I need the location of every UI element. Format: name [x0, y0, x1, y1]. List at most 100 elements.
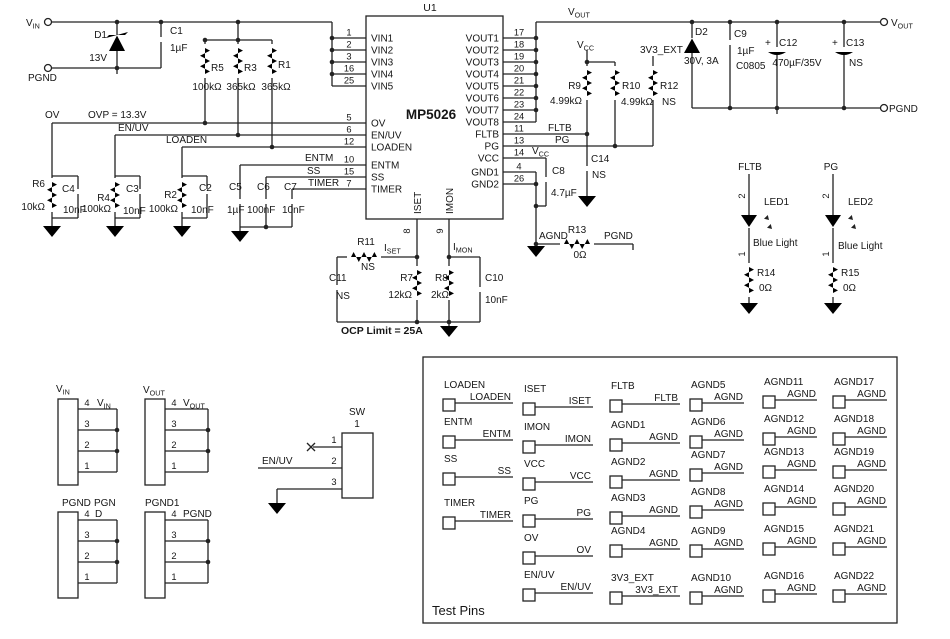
pin-num: 25	[344, 76, 354, 86]
r5-value: 100kΩ	[192, 82, 222, 93]
pin-num: 20	[514, 64, 524, 74]
led1-pin1: 1	[737, 251, 747, 256]
test-pin-net: AGND	[787, 426, 816, 437]
conn-pin-num: 4	[171, 509, 176, 519]
pin-num: 6	[346, 125, 351, 135]
earth-ground-icon	[767, 114, 787, 122]
led1-light: Blue Light	[753, 238, 798, 249]
test-pins-box	[422, 356, 898, 624]
test-pin-title: ISET	[524, 384, 546, 395]
c4-value: 10nF	[63, 205, 86, 216]
r8-value: 2kΩ	[431, 290, 450, 301]
r7-value: 12kΩ	[388, 290, 412, 301]
d2-ref: D2	[695, 27, 708, 38]
test-pin-title: AGND7	[691, 450, 726, 461]
pin-name: LOADEN	[371, 143, 412, 154]
r3-value: 365kΩ	[226, 82, 256, 93]
c13-value: NS	[849, 58, 863, 69]
u1-ref: U1	[423, 2, 437, 14]
test-pin-net: AGND	[714, 585, 743, 596]
pin-num: 16	[344, 64, 354, 74]
test-pin-net: AGND	[649, 538, 678, 549]
c4-ref: C4	[62, 184, 75, 195]
r13-value: 0Ω	[573, 250, 587, 261]
conn-pin-num: 1	[84, 461, 89, 471]
r1-value: 365kΩ	[261, 82, 291, 93]
c3-ref: C3	[126, 184, 139, 195]
test-pin-net: AGND	[857, 536, 886, 547]
light-arrow-icon	[760, 211, 769, 220]
r1-resistor-icon	[267, 44, 277, 78]
r7-ref: R7	[400, 273, 413, 284]
test-pin-title: SS	[444, 454, 458, 465]
sw1-body	[341, 432, 374, 499]
test-pin-title: EN/UV	[524, 570, 555, 581]
r9-value: 4.99kΩ	[550, 96, 582, 107]
pin-num: 15	[344, 167, 354, 177]
c7-ref: C7	[284, 182, 297, 193]
test-pin-net: AGND	[857, 389, 886, 400]
pin-name: VIN4	[371, 70, 394, 81]
test-pin-title: IMON	[524, 422, 550, 433]
d2-value: 30V, 3A	[684, 56, 719, 67]
led1-icon	[741, 215, 757, 228]
r3-ref: R3	[244, 63, 257, 74]
vout-conn-net: VOUT	[183, 398, 205, 411]
vout-terminal	[879, 17, 889, 27]
pin-num: 10	[344, 155, 354, 165]
test-pin-net: FLTB	[654, 393, 678, 404]
test-pin-title: TIMER	[444, 498, 475, 509]
r4-resistor-icon	[110, 178, 120, 212]
vcc-pullup-label: VCC	[577, 40, 594, 53]
r4-ref: R4	[97, 193, 110, 204]
led2-icon	[825, 215, 841, 228]
pin-num: 4	[516, 162, 521, 172]
test-pin-title: ENTM	[444, 417, 472, 428]
test-pin-title: PG	[524, 496, 539, 507]
labels: VIN PGND VOUT PGND VOUT D1 13V C1 1µF R5…	[21, 2, 918, 618]
pgnd-out-terminal-label: PGND	[889, 104, 918, 115]
r12-value: NS	[662, 97, 676, 108]
pin-num: 18	[514, 40, 524, 50]
led2-pin2: 2	[821, 193, 831, 198]
pin-name: VOUT6	[466, 94, 500, 105]
test-pin-net: LOADEN	[470, 392, 511, 403]
test-pin-title: AGND6	[691, 417, 726, 428]
u1-ic-body	[365, 15, 504, 220]
test-pin-title: AGND2	[611, 457, 646, 468]
u1-part-number: MP5026	[406, 107, 457, 122]
pin-name: PG	[485, 142, 500, 153]
r5-ref: R5	[211, 63, 224, 74]
test-pin-title: AGND3	[611, 493, 646, 504]
test-pin-net: 3V3_EXT	[635, 585, 678, 596]
sw-ref: SW	[349, 407, 366, 418]
test-pin-title: AGND8	[691, 487, 726, 498]
sw-pin2: 2	[331, 456, 336, 466]
test-pin-net: AGND	[714, 429, 743, 440]
test-pin-net: AGND	[649, 432, 678, 443]
imon-net-label: IMON	[453, 242, 473, 255]
vcc-net-label: VCC	[532, 146, 549, 159]
pin-num: 22	[514, 88, 524, 98]
test-pin-net: AGND	[714, 462, 743, 473]
earth-ground-icon	[107, 74, 127, 82]
pgnd1-connector-body	[144, 511, 166, 599]
test-pin-title: FLTB	[611, 381, 635, 392]
c12-value: 470µF/35V	[772, 58, 821, 69]
c8-value: 4.7µF	[551, 188, 577, 199]
led1-net-label: FLTB	[738, 162, 762, 173]
test-pin-title: AGND19	[834, 447, 874, 458]
r14-ref: R14	[757, 268, 776, 279]
test-pin-title: AGND22	[834, 571, 874, 582]
r2-ref: R2	[164, 190, 177, 201]
vin-terminal	[43, 17, 53, 27]
r6-ref: R6	[32, 179, 45, 190]
pin-num: 26	[514, 174, 524, 184]
pgnd-out-terminal	[879, 103, 889, 113]
pin-num: 1	[346, 28, 351, 38]
pin-num: 24	[514, 112, 524, 122]
pin-name: VOUT4	[466, 70, 500, 81]
pgnd-connector-title: PGND	[62, 498, 91, 509]
